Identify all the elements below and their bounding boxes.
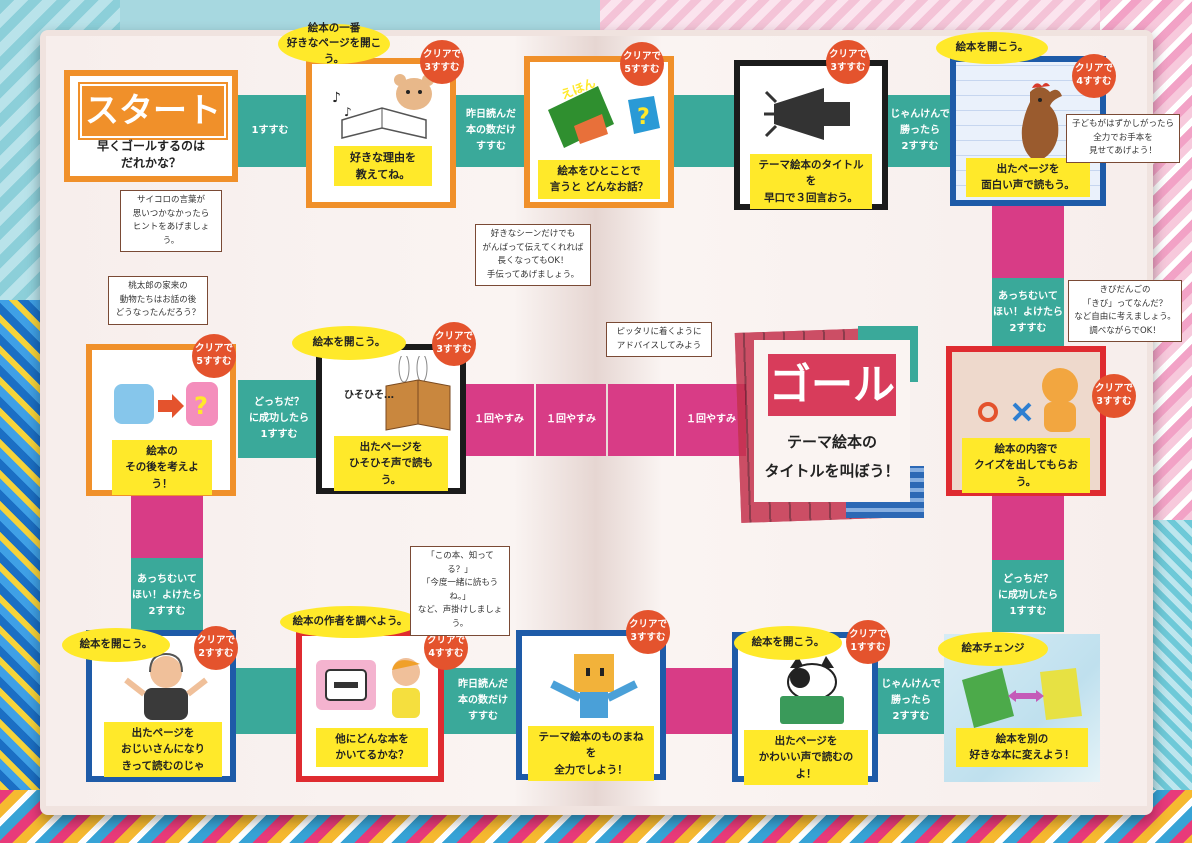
square-6-book-text: ひそひそ… [344,390,394,401]
note-momotaro: 桃太郎の家来の 動物たちはお話の後 どうなったんだろう？ [108,276,208,325]
connector-8: じゃんけんで 勝ったら 2すすむ [876,668,946,734]
square-6-badge: クリアで 3すすむ [432,322,476,366]
square-2-badge: クリアで 5すすむ [620,42,664,86]
square-10-badge: クリアで 3すすむ [626,610,670,654]
start-subtitle: 早くゴールするのは だれかな？ [96,139,205,171]
megaphone-illustration [764,88,850,140]
start-title: スタート [80,84,226,138]
rest-square-1: １回やすみ [464,384,534,456]
square-8-caption: 出たページを おじいさんになり きって読むのじゃ [104,722,222,777]
square-9-caption: 他にどんな本を かいてるかな？ [316,728,428,767]
note-kibi: きびだんごの 「きび」ってなんだ？ など自由に考えましょう。 調べながらでOK！ [1068,280,1182,343]
svg-text:♪: ♪ [332,90,341,106]
connector-4: あっちむいて ほい！よけたら 2すすむ [992,278,1064,348]
boy-tablet-illustration [316,658,420,718]
connector-7: 昨日読んだ 本の数だけ すすむ [444,668,522,734]
goal-subtitle: テーマ絵本の タイトルを叫ぼう！ [764,433,900,480]
square-8-badge: クリアで 2すすむ [194,626,238,670]
connector-5: どっちだ？ に成功したら 1すすむ [238,380,320,458]
square-10-caption: テーマ絵本のものまねを 全力でしよう！ [528,726,654,781]
note-story: 好きなシーンだけでも がんばって伝えてくれれば 長くなってもOK！ 手伝ってあげ… [475,224,591,287]
square-3-badge: クリアで 3すすむ [826,40,870,84]
rabbit-reading-illustration [385,356,451,431]
square-4-caption: 出たページを 面白い声で読もう。 [966,158,1090,197]
old-man-illustration [124,652,208,720]
square-9-bubble: 絵本の作者を調べよう。 [280,606,420,638]
square-1-badge: クリアで 3すすむ [420,40,464,84]
goal-square: ゴール テーマ絵本の タイトルを叫ぼう！ [754,340,910,502]
square-6-caption: 出たページを ひそひそ声で読もう。 [334,436,448,491]
connector-3: じゃんけんで 勝ったら 2すすむ [884,95,956,167]
square-7-caption: 絵本の その後を考えよう！ [112,440,212,495]
connector-pink-right-lower [992,490,1064,562]
svg-text:♪: ♪ [344,105,352,119]
square-11-bubble: 絵本を開こう。 [734,626,842,660]
thinking-arrow-illustration: ? [114,382,218,426]
square-5-badge: クリアで 3すすむ [1092,374,1136,418]
square-6-bubble: 絵本を開こう。 [292,326,406,360]
square-3-caption: テーマ絵本のタイトルを 早口で３回言おう。 [750,154,872,209]
note-greeting: 「この本、知ってる？」 「今度一緒に読もうね。」 など、声掛けしましょう。 [410,546,510,636]
svg-text:?: ? [637,105,650,130]
note-advice: ピッタリに着くように アドバイスしてみよう [606,322,712,358]
square-4-bubble: 絵本を開こう。 [936,32,1048,64]
start-square: スタート 早くゴールするのは だれかな？ [64,70,238,182]
cat-reading-illustration [780,656,844,724]
connector-9: どっちだ？ に成功したら 1すすむ [992,560,1064,632]
connector-bottom-pink [662,668,740,734]
connector-pink-right-upper [992,200,1064,280]
rooster-illustration [1021,83,1062,162]
square-5-caption: 絵本の内容で クイズを出してもらおう。 [962,438,1090,493]
connector-2b [670,95,740,167]
rest-square-3: １回やすみ [676,384,746,456]
square-12-caption: 絵本を別の 好きな本に変えよう！ [956,728,1088,767]
connector-2: 昨日読んだ 本の数だけ すすむ [452,95,530,167]
note-example: 子どもがはずかしがったら 全力でお手本を 見せてあげよう！ [1066,114,1180,163]
square-1-caption: 好きな理由を 教えてね。 [334,146,432,187]
square-2-caption: 絵本をひとことで 言うと どんなお話？ [538,160,660,199]
connector-bottom-1 [232,668,302,734]
square-7-badge: クリアで 5すすむ [192,334,236,378]
square-10: テーマ絵本のものまねを 全力でしよう！ [516,630,666,781]
connector-1: 1すすむ [232,95,308,167]
rest-square-blank [608,384,674,456]
square-9: 他にどんな本を かいてるかな？ [296,630,444,782]
square-11-badge: クリアで 1すすむ [846,620,890,664]
square-8-bubble: 絵本を開こう。 [62,628,170,662]
square-11-caption: 出たページを かわいい声で読むのよ！ [744,730,868,785]
ehon-book-illustration: ? [548,86,660,148]
square-1: ♪♪ 好きな理由を 教えてね。 [306,58,456,208]
quiz-girl-illustration [978,368,1078,432]
book-swap-illustration [962,668,1082,728]
square-1-bubble: 絵本の一番 好きなページを開こう。 [278,22,390,65]
connector-6: あっちむいて ほい！よけたら 2すすむ [131,558,203,634]
square-4-badge: クリアで 4すすむ [1072,54,1116,98]
connector-pink-left [131,490,203,560]
square-3: テーマ絵本のタイトルを 早口で３回言おう。 [734,60,888,210]
reading-bear-illustration: ♪♪ [332,74,434,139]
note-hint: サイコロの言葉が 思いつかなかったら ヒントをあげましょう。 [120,190,222,253]
square-5: 絵本の内容で クイズを出してもらおう。 [946,346,1106,496]
goal-title: ゴール [768,354,896,416]
rest-square-2: １回やすみ [536,384,606,456]
svg-text:?: ? [194,392,208,420]
box-character-illustration [550,654,638,718]
square-6: ひそひそ… 出たページを ひそひそ声で読もう。 [316,344,466,494]
square-12-bubble: 絵本チェンジ [938,632,1048,666]
